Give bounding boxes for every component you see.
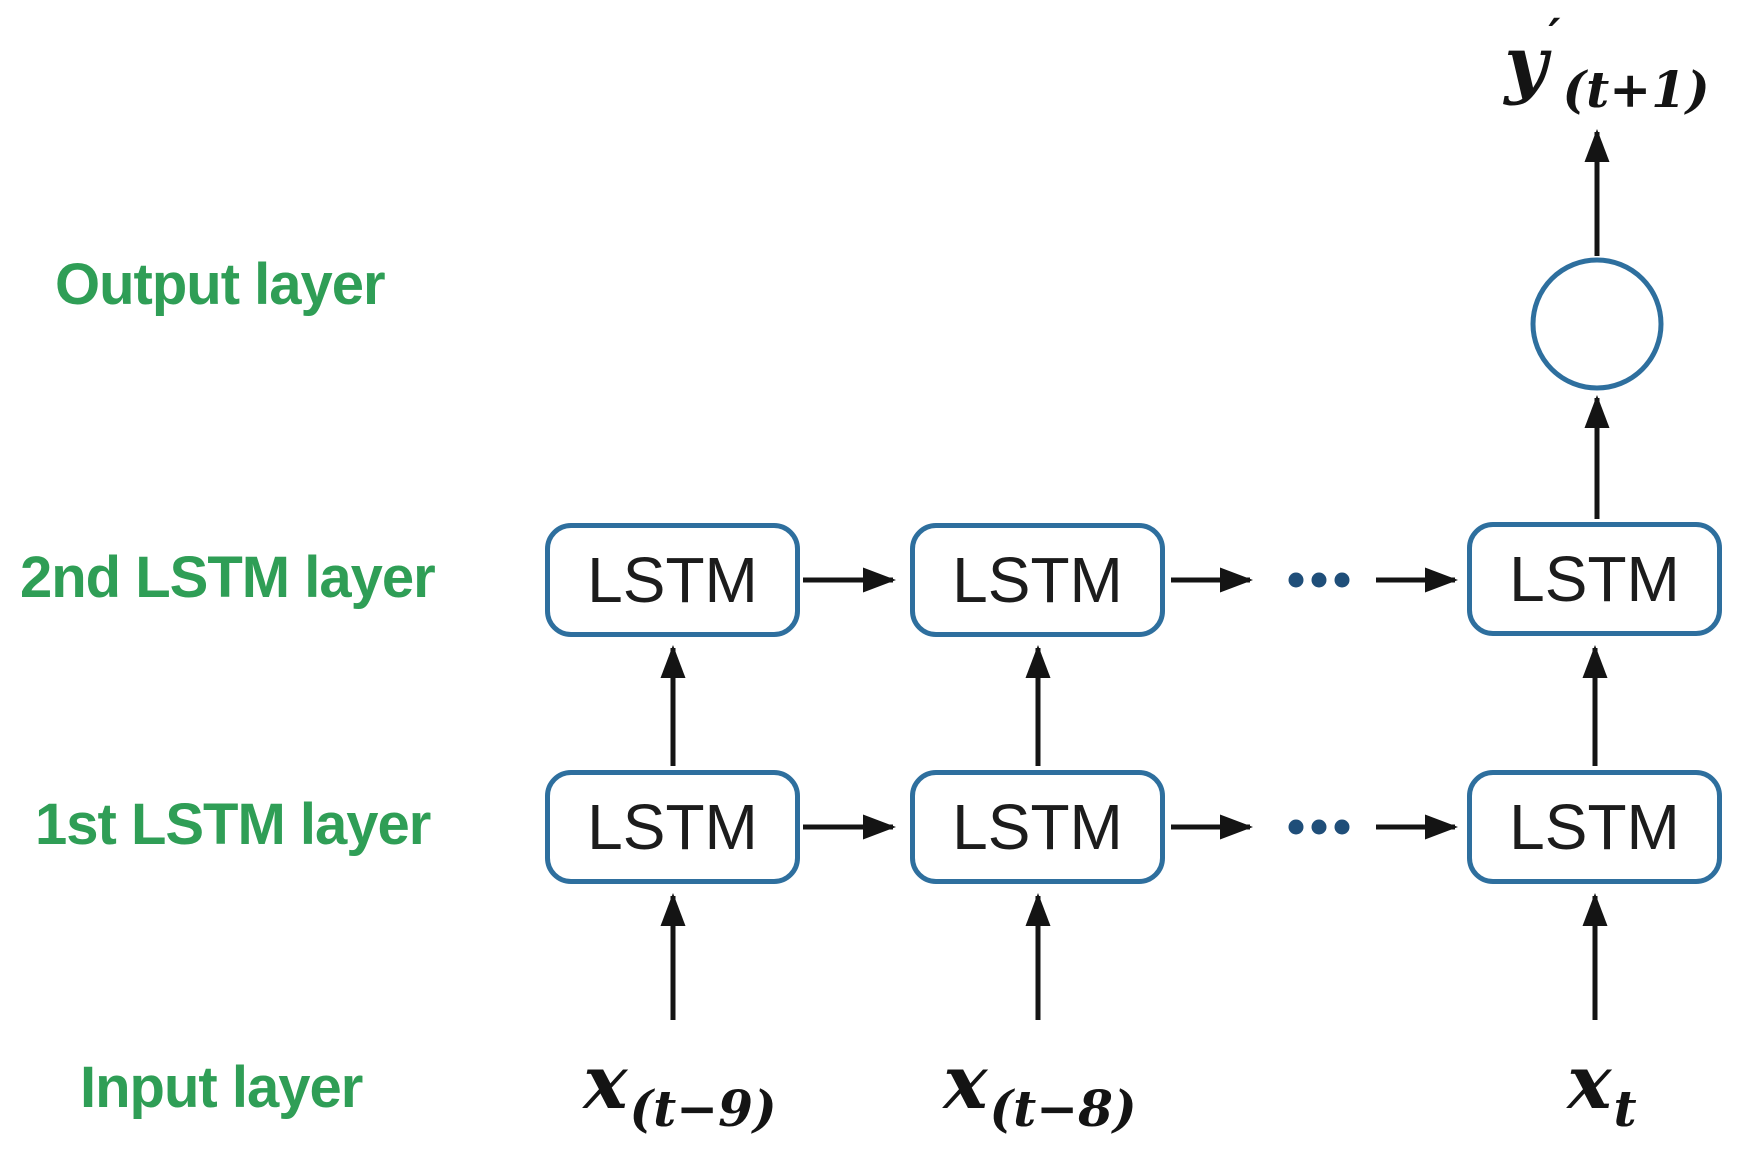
output-layer-label: Output layer bbox=[55, 252, 386, 317]
input-label-sub: (t−8) bbox=[989, 1079, 1137, 1138]
ellipsis-dots-row1 bbox=[1288, 819, 1350, 835]
input-layer-label: Input layer bbox=[80, 1055, 363, 1120]
output-label-base: y bbox=[1504, 21, 1548, 107]
second-lstm-layer-label: 2nd LSTM layer bbox=[20, 545, 436, 610]
lstm-cell-layer1-t2: LSTM bbox=[910, 770, 1165, 884]
lstm-cell-label: LSTM bbox=[587, 791, 758, 863]
output-label: y′(t+1) bbox=[1504, 8, 1709, 119]
output-label-sub: (t+1) bbox=[1562, 60, 1710, 119]
lstm-cell-label: LSTM bbox=[1509, 543, 1680, 615]
output-label-prime: ′ bbox=[1548, 8, 1561, 62]
lstm-cell-label: LSTM bbox=[1509, 791, 1680, 863]
lstm-cell-layer1-t3: LSTM bbox=[1467, 770, 1722, 884]
input-label-sub: t bbox=[1613, 1079, 1637, 1138]
lstm-cell-layer1-t1: LSTM bbox=[545, 770, 800, 884]
lstm-cell-label: LSTM bbox=[587, 544, 758, 616]
output-node-circle bbox=[1530, 257, 1664, 391]
input-label-t-minus-8: x(t−8) bbox=[943, 1040, 1136, 1138]
first-lstm-layer-label: 1st LSTM layer bbox=[35, 792, 431, 857]
lstm-cell-layer2-t3: LSTM bbox=[1467, 522, 1722, 636]
lstm-cell-layer2-t2: LSTM bbox=[910, 523, 1165, 637]
input-label-t-minus-9: x(t−9) bbox=[583, 1040, 776, 1138]
input-label-base: x bbox=[943, 1040, 988, 1126]
input-label-base: x bbox=[1567, 1040, 1612, 1126]
input-label-base: x bbox=[583, 1040, 628, 1126]
input-label-sub: (t−9) bbox=[629, 1079, 777, 1138]
ellipsis-dots-row2 bbox=[1288, 572, 1350, 588]
lstm-cell-label: LSTM bbox=[952, 544, 1123, 616]
lstm-cell-label: LSTM bbox=[952, 791, 1123, 863]
input-label-t: xt bbox=[1567, 1040, 1636, 1138]
lstm-cell-layer2-t1: LSTM bbox=[545, 523, 800, 637]
